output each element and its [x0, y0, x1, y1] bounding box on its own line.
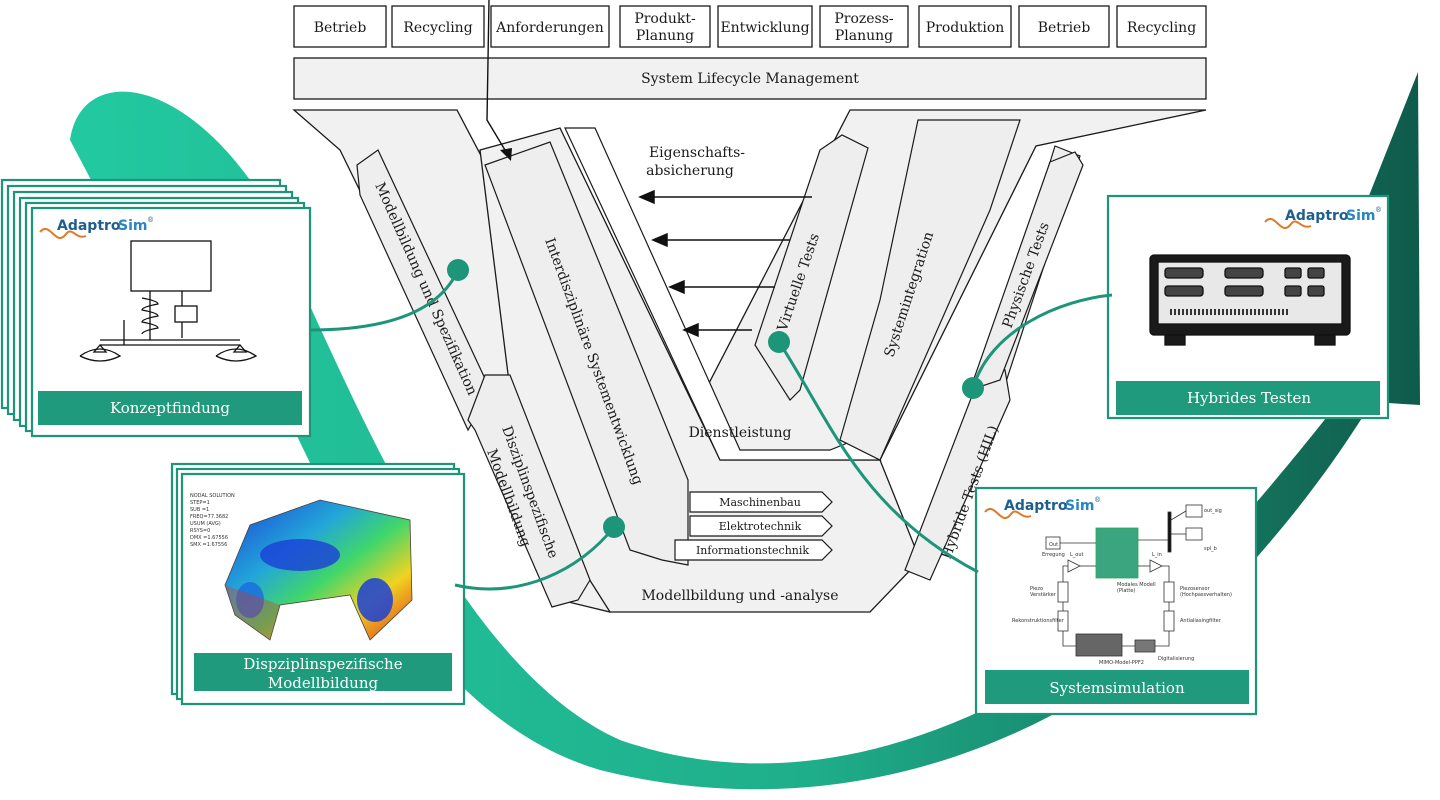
verification-arrows	[638, 189, 812, 338]
phase-box: Produktion	[918, 5, 1012, 48]
mechanical-concept-drawing	[79, 240, 258, 362]
sim-label: Digitalisierung	[1158, 656, 1194, 662]
sim-label: Piezosensor	[1180, 586, 1211, 592]
sim-label: (Platte)	[1117, 588, 1135, 594]
sim-label: Erregung	[1042, 552, 1065, 558]
eigenschaft-label-1: Eigenschafts-	[649, 145, 745, 161]
simulink-block-diagram	[1045, 504, 1203, 657]
sim-label: L_in	[1152, 552, 1162, 558]
sim-label: Verstärker	[1030, 592, 1057, 598]
svg-text:Sim: Sim	[1065, 498, 1094, 514]
fea-result-plot	[224, 499, 413, 641]
konzept-title: Konzeptfindung	[110, 399, 230, 417]
system-banner	[985, 670, 1249, 704]
svg-text:Adaptro: Adaptro	[57, 218, 121, 234]
fea-text-line: STEP=1	[190, 500, 210, 506]
hil-hardware-device	[1149, 254, 1351, 346]
discipline-label: Maschinenbau	[719, 496, 801, 509]
phase-label: Recycling	[403, 20, 472, 36]
svg-text:Adaptro: Adaptro	[1285, 208, 1349, 224]
card-konzeptfindung: Adaptro Sim ® Konzeptfindung	[0, 178, 312, 438]
sim-label: Antialiasingfilter	[1180, 618, 1222, 624]
requirements-arrow	[486, 0, 509, 156]
modell-banner	[194, 653, 452, 691]
connectors	[309, 259, 1113, 591]
modell-title-1: Dispziplinspezifische	[243, 655, 402, 673]
phase-label: Planung	[835, 28, 893, 44]
physische-tests-arm	[969, 151, 1084, 391]
phase-box: Anforderungen	[490, 5, 610, 48]
fea-text-line: RSYS=0	[190, 528, 210, 534]
disziplinspezifisch-arm	[467, 374, 591, 608]
sim-label: MIMO-Model-PPF2	[1099, 660, 1144, 666]
fea-text-line: NODAL SOLUTION	[190, 493, 235, 499]
phase-box: Betrieb	[1018, 5, 1110, 48]
svg-text:®: ®	[147, 216, 154, 224]
sim-label: spl_b	[1204, 546, 1217, 552]
phase-label: Entwicklung	[720, 20, 809, 36]
svg-text:Sim: Sim	[118, 218, 147, 234]
discipline-label: Elektrotechnik	[719, 520, 802, 533]
modellbildung-analyse-label: Modellbildung und -analyse	[641, 588, 838, 604]
slm-label: System Lifecycle Management	[641, 71, 859, 87]
sim-label: (Hochpassverhalten)	[1180, 592, 1232, 598]
fea-text-line: SMX =1.67556	[190, 542, 227, 548]
sim-label: Rekonstruktionsfilter	[1012, 618, 1065, 624]
system-title: Systemsimulation	[1049, 679, 1185, 697]
phase-label: Betrieb	[314, 20, 367, 36]
phase-label: Produktion	[926, 20, 1005, 36]
svg-text:Adaptro: Adaptro	[1004, 498, 1068, 514]
phase-label: Produkt-	[634, 11, 696, 27]
fea-text-line: DMX =1.67556	[190, 535, 228, 541]
phase-box: Prozess-Planung	[819, 5, 909, 48]
fea-text-line: FREQ=77.3682	[190, 514, 228, 520]
fea-text-line: USUM (AVG)	[190, 521, 221, 527]
svg-text:®: ®	[1094, 496, 1101, 504]
hybrid-title: Hybrides Testen	[1187, 389, 1311, 407]
sim-label: Modales Modell	[1117, 582, 1156, 588]
slm-bar	[293, 57, 1207, 100]
phase-label: Anforderungen	[495, 20, 604, 36]
sim-label: Piezo	[1030, 586, 1043, 592]
discipline-chevron: Informationstechnik	[674, 539, 833, 561]
logo: Adaptro Sim ®	[1264, 206, 1382, 229]
phase-box: Entwicklung	[717, 5, 813, 48]
phase-box: Recycling	[1116, 5, 1207, 48]
logo: Adaptro Sim ®	[39, 216, 154, 239]
discipline-list: MaschinenbauElektrotechnikInformationste…	[674, 491, 833, 561]
fea-text-line: SUB =1	[190, 507, 209, 513]
dienstleistung-label: Dienstleistung	[689, 425, 792, 441]
logo: Adaptro Sim ®	[984, 496, 1101, 519]
konzept-banner	[38, 391, 302, 425]
hybrid-banner	[1116, 381, 1380, 415]
phase-label: Betrieb	[1038, 20, 1091, 36]
phase-box: Recycling	[391, 5, 485, 48]
discipline-chevron: Maschinenbau	[689, 491, 833, 513]
systemintegration-panel	[839, 119, 1021, 461]
phase-box: Betrieb	[293, 5, 387, 48]
sim-label: out_sig	[1204, 508, 1222, 514]
card-hybrides-testen: Adaptro Sim ® Hybrides Testen	[1106, 194, 1390, 420]
phase-label: Planung	[636, 28, 694, 44]
sim-label: Out	[1049, 542, 1058, 548]
phase-label: Recycling	[1127, 20, 1196, 36]
discipline-label: Informationstechnik	[696, 544, 809, 557]
phase-box: Produkt-Planung	[619, 5, 711, 48]
phase-label: Prozess-	[834, 11, 894, 27]
eigenschaft-label-2: absicherung	[646, 163, 734, 179]
svg-text:Sim: Sim	[1346, 208, 1375, 224]
interdisziplinaer-arm	[484, 141, 689, 566]
modell-title-2: Modellbildung	[268, 674, 379, 692]
sim-label: L_out	[1070, 552, 1084, 558]
discipline-chevron: Elektrotechnik	[689, 515, 833, 537]
svg-text:®: ®	[1375, 206, 1382, 214]
